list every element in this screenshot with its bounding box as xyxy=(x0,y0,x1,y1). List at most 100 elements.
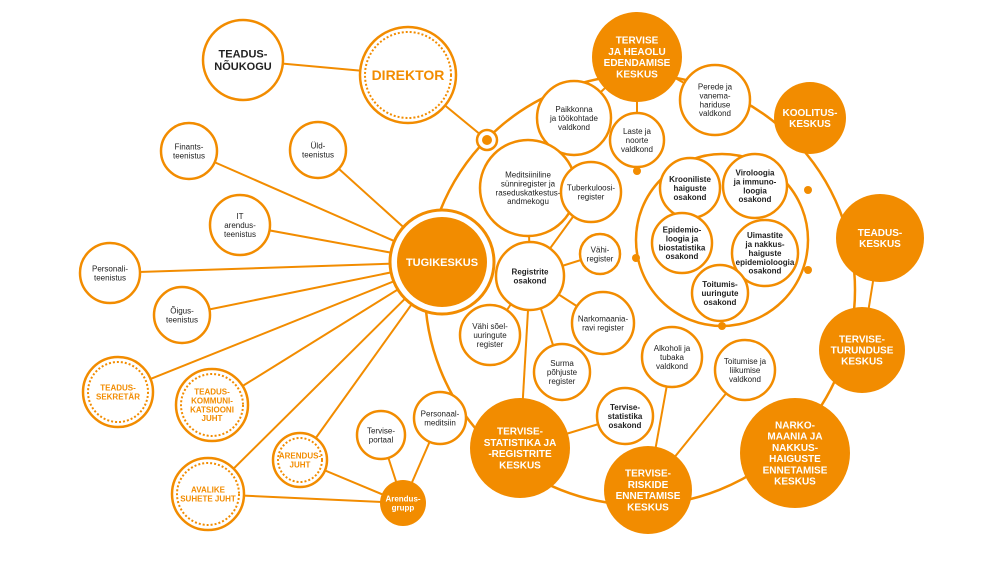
node-circle xyxy=(170,456,246,532)
node-label: TEADUS- xyxy=(100,383,136,392)
node-circle xyxy=(271,431,329,489)
node-label: HAIGUSTE xyxy=(769,454,821,465)
node-tervise-portaal[interactable]: Tervise-portaal xyxy=(355,409,407,461)
node-tugikeskus[interactable]: TUGIKESKUS xyxy=(388,208,496,316)
node-label: SEKRETÄR xyxy=(96,392,140,401)
node-label: osakond xyxy=(514,276,547,285)
node-label: loogia xyxy=(743,186,767,195)
node-teadus[interactable]: TEADUS-KESKUS xyxy=(836,194,924,282)
node-label: epidemioloogia xyxy=(736,258,795,267)
node-circle xyxy=(380,480,426,526)
node-circle xyxy=(159,121,219,181)
node-personali[interactable]: Personali-teenistus xyxy=(78,241,142,305)
node-label: uuringute xyxy=(702,289,739,298)
junction-dot xyxy=(632,254,640,262)
node-label: Personali- xyxy=(92,264,128,273)
node-label: KESKUS xyxy=(789,119,831,130)
node-arendusgrupp[interactable]: Arendus-grupp xyxy=(380,480,426,526)
node-circle xyxy=(774,82,846,154)
node-label: osakond xyxy=(666,252,699,261)
node-label: põhjuste xyxy=(547,368,578,377)
node-uld[interactable]: Üld-teenistus xyxy=(288,120,348,180)
node-teadussekretar[interactable]: TEADUS-SEKRETÄR xyxy=(81,355,155,429)
node-label: EDENDAMISE xyxy=(604,58,671,69)
node-teadusnoukogu[interactable]: TEADUS-NÕUKOGU xyxy=(201,18,285,102)
node-circle xyxy=(836,194,924,282)
node-label: KOMMUNI- xyxy=(191,396,233,405)
node-label: Vähi- xyxy=(591,245,610,254)
node-label: NÕUKOGU xyxy=(214,60,272,73)
node-arendusjuht[interactable]: ARENDUS-JUHT xyxy=(271,431,329,489)
node-label: osakond xyxy=(674,193,707,202)
node-label: loogia ja xyxy=(666,234,699,243)
node-circle xyxy=(640,325,704,389)
node-direktor[interactable]: DIREKTOR xyxy=(358,25,458,125)
node-vahi[interactable]: Vähi-register xyxy=(578,232,622,276)
node-dotted-ring xyxy=(277,437,323,483)
node-label: Viroloogia xyxy=(736,168,776,177)
node-label: uuringute xyxy=(473,331,507,340)
node-dotted-ring xyxy=(364,31,452,119)
node-personaalmeditsiin[interactable]: Personaal-meditsiin xyxy=(412,390,468,446)
node-oigus[interactable]: Õigus-teenistus xyxy=(152,285,212,345)
node-label: Perede ja xyxy=(698,82,733,91)
node-label: Tervise- xyxy=(367,426,395,435)
node-circle xyxy=(592,12,682,102)
node-label: TEADUS- xyxy=(219,49,268,61)
node-label: KATSIOONI xyxy=(190,405,234,414)
node-label: vanema- xyxy=(699,91,730,100)
node-label: Tervise- xyxy=(610,403,640,412)
node-label: Õigus- xyxy=(170,306,194,315)
node-finants[interactable]: Finants-teenistus xyxy=(159,121,219,181)
node-label: JA HEAOLU xyxy=(608,47,665,58)
node-circle xyxy=(730,218,800,288)
node-circle xyxy=(208,193,272,257)
node-label: TEADUS- xyxy=(858,228,902,239)
node-label: Toitumis- xyxy=(702,280,738,289)
node-label: Krooniliste xyxy=(669,175,711,184)
node-label: ja nakkus- xyxy=(744,240,784,249)
node-narkomaania-ravi[interactable]: Narkomaania-ravi register xyxy=(570,290,636,356)
node-circle xyxy=(494,240,566,312)
node-label: grupp xyxy=(392,503,415,512)
node-circle xyxy=(740,398,850,508)
node-label: haiguste xyxy=(674,184,707,193)
node-circle xyxy=(578,232,622,276)
node-label: register xyxy=(477,340,504,349)
node-label: KESKUS xyxy=(841,357,883,368)
node-label: TERVISE xyxy=(616,36,659,47)
junction-dot xyxy=(718,322,726,330)
node-circle xyxy=(678,63,752,137)
node-circle xyxy=(358,25,458,125)
node-tuberkuloosi[interactable]: Tuberkuloosi-register xyxy=(559,160,623,224)
node-label: register xyxy=(549,377,576,386)
node-narko[interactable]: NARKO-MAANIA JANAKKUS-HAIGUSTEENNETAMISE… xyxy=(740,398,850,508)
node-circle xyxy=(412,390,468,446)
node-circle xyxy=(608,111,666,169)
node-label: KOOLITUS- xyxy=(783,108,838,119)
node-koolitus[interactable]: KOOLITUS-KESKUS xyxy=(774,82,846,154)
